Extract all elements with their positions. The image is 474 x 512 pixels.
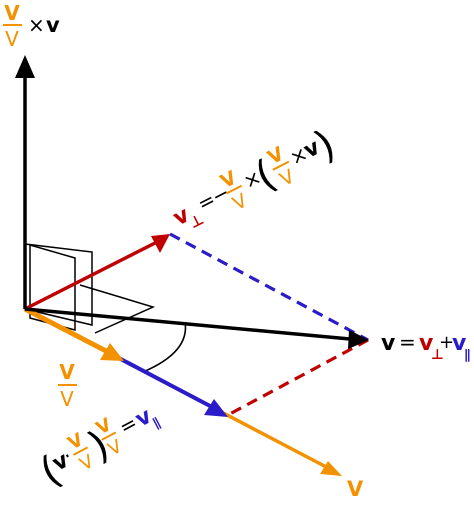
svg-text:v: v	[419, 331, 434, 356]
vertical-axis-arrowhead	[15, 55, 35, 78]
label-v-parallel: ( v · V V ) V V = v ∥	[33, 403, 163, 495]
v-perp-vector	[24, 241, 156, 311]
svg-text:⊥: ⊥	[431, 347, 444, 363]
frac-den: V	[5, 27, 19, 51]
svg-text:∥: ∥	[150, 415, 163, 431]
svg-text:V: V	[59, 360, 75, 384]
label-unit-V: V V	[58, 360, 77, 411]
svg-text:V: V	[60, 387, 74, 411]
v-vector	[24, 307, 351, 341]
angle-arc	[142, 321, 187, 373]
v-perp-arrowhead	[151, 234, 170, 253]
svg-text:v: v	[452, 331, 467, 356]
unit-V-arrowhead	[100, 343, 124, 361]
label-v-sum: v = v ⊥ + v ∥	[381, 330, 471, 363]
tilted-plane-frame	[29, 244, 76, 331]
svg-text:∥: ∥	[464, 348, 471, 363]
cross-sign: ×	[28, 13, 45, 37]
dashed-perp-projection	[169, 232, 369, 342]
frac-num: V	[4, 1, 20, 25]
svg-text:v: v	[381, 331, 396, 356]
svg-text:+: +	[439, 332, 454, 353]
v-parallel-vector	[114, 354, 213, 409]
V-axis-arrowhead	[320, 461, 342, 476]
unit-V-vector	[23, 306, 110, 355]
label-v-perp: v ⊥ = − V V × ( V V × v )	[169, 121, 342, 232]
v-arrowhead	[348, 330, 369, 349]
label-top-axis: V V × v	[3, 1, 60, 51]
dashed-parallel-projection	[225, 338, 369, 418]
right-angle-marker	[79, 284, 156, 334]
svg-text:V: V	[229, 190, 251, 216]
v-parallel-arrowhead	[204, 399, 228, 417]
label-V-axis: V	[347, 477, 364, 501]
svg-text:=: =	[399, 330, 416, 354]
v-symbol: v	[46, 13, 60, 37]
